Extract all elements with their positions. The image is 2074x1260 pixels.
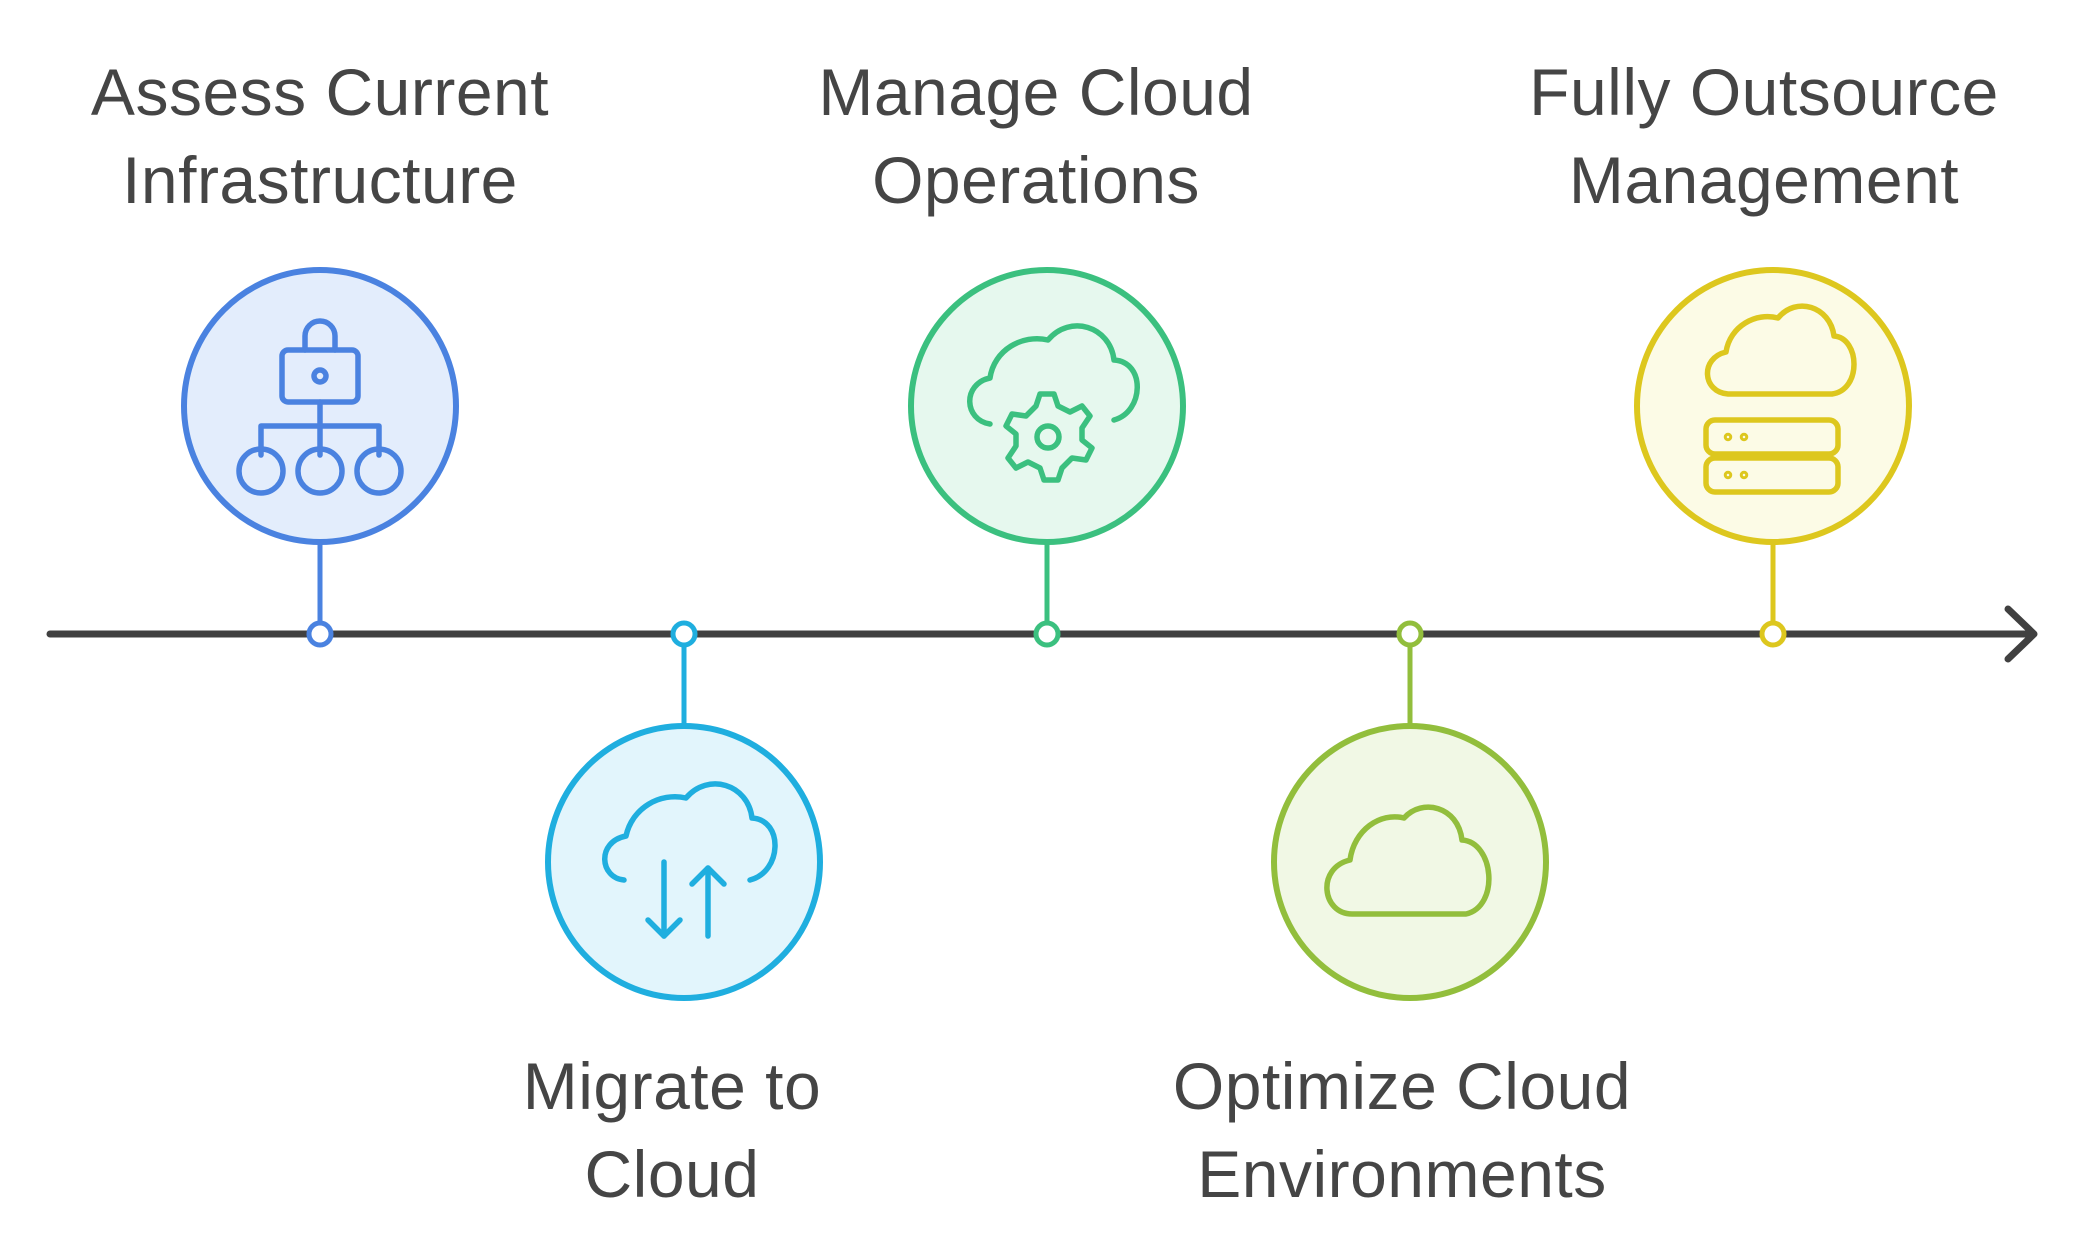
step-label-assess: Assess Current Infrastructure (0, 48, 640, 224)
step-title-line2: Management (1568, 143, 1960, 217)
timeline-node (1396, 620, 1424, 648)
step-title-line1: Assess Current (90, 55, 550, 129)
timeline-node (1033, 620, 1061, 648)
step-circle (545, 723, 823, 1001)
axis-arrowhead (2004, 605, 2038, 663)
cloud-gear-icon (967, 323, 1140, 483)
step-circle (908, 267, 1186, 545)
cloud-icon (1324, 804, 1492, 917)
step-optimize (1271, 620, 1549, 1001)
step-manage (908, 267, 1186, 648)
step-label-manage: Manage Cloud Operations (716, 48, 1356, 224)
step-title-line2: Infrastructure (122, 143, 518, 217)
step-label-migrate: Migrate to Cloud (352, 1042, 992, 1218)
step-circle (1634, 267, 1912, 545)
step-title-line1: Fully Outsource (1529, 55, 1999, 129)
step-title-line1: Optimize Cloud (1172, 1049, 1632, 1123)
step-assess (181, 267, 459, 648)
timeline-node (670, 620, 698, 648)
cloud-server-icon (1703, 303, 1857, 495)
step-title-line1: Migrate to (522, 1049, 822, 1123)
step-title-line2: Operations (872, 143, 1200, 217)
step-label-outsource: Fully Outsource Management (1444, 48, 2074, 224)
network-lock-icon (236, 318, 404, 496)
step-title-line2: Environments (1197, 1137, 1607, 1211)
timeline-node (1759, 620, 1787, 648)
timeline-node (306, 620, 334, 648)
step-outsource (1634, 267, 1912, 648)
step-title-line1: Manage Cloud (818, 55, 1254, 129)
step-migrate (545, 620, 823, 1001)
step-title-line2: Cloud (584, 1137, 760, 1211)
step-label-optimize: Optimize Cloud Environments (1082, 1042, 1722, 1218)
step-circle (1271, 723, 1549, 1001)
cloud-transfer-icon (602, 781, 778, 939)
